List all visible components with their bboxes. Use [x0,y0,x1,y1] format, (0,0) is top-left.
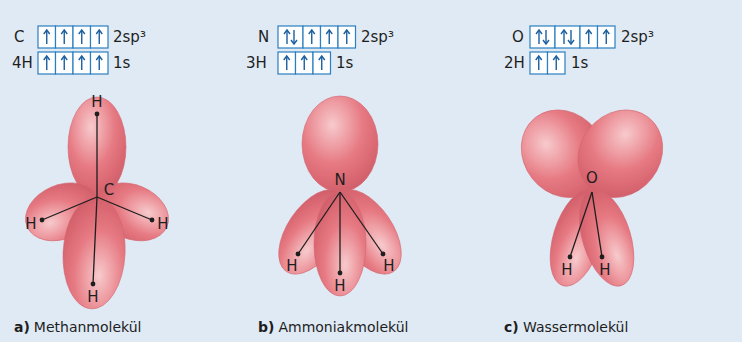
orbital-type: 1s [336,55,353,72]
atom-label: H [383,258,394,275]
orbital-boxes [38,26,615,74]
atom-label: H [561,262,572,279]
atom-symbol: O [512,29,524,46]
atom-symbol: C [14,29,24,46]
orbital-type: 1s [113,55,130,72]
atom-label: H [334,278,345,295]
orbital-lobes [504,93,680,293]
bond-lines [42,114,602,284]
orbital-lobes [265,96,415,296]
caption-letter: c) [504,320,519,335]
orbital-type: 2sp³ [621,29,654,46]
atom-label: O [586,170,598,187]
caption: Methanmolekül [34,320,142,335]
caption: Ammoniakmolekül [278,320,408,335]
atom-label: C [104,182,114,199]
caption: Wassermolekül [523,320,628,335]
atom-label: H [91,94,102,111]
orbital-type: 2sp³ [361,29,394,46]
orbital-lobes [16,97,177,310]
atom-label: H [599,262,610,279]
atom-label: H [157,216,168,233]
atom-label: H [286,258,297,275]
caption-letter: a) [14,320,30,335]
atom-symbol: 3H [246,55,267,72]
caption-letter: b) [258,320,274,335]
atom-symbol: 4H [12,55,33,72]
atom-symbol: N [258,29,269,46]
bond-dots [40,112,605,287]
atom-symbol: 2H [504,55,525,72]
atom-label: H [87,289,98,306]
orbital-type: 2sp³ [113,29,146,46]
atom-label: H [25,216,36,233]
orbital-type: 1s [571,55,588,72]
atom-label: N [334,172,345,189]
